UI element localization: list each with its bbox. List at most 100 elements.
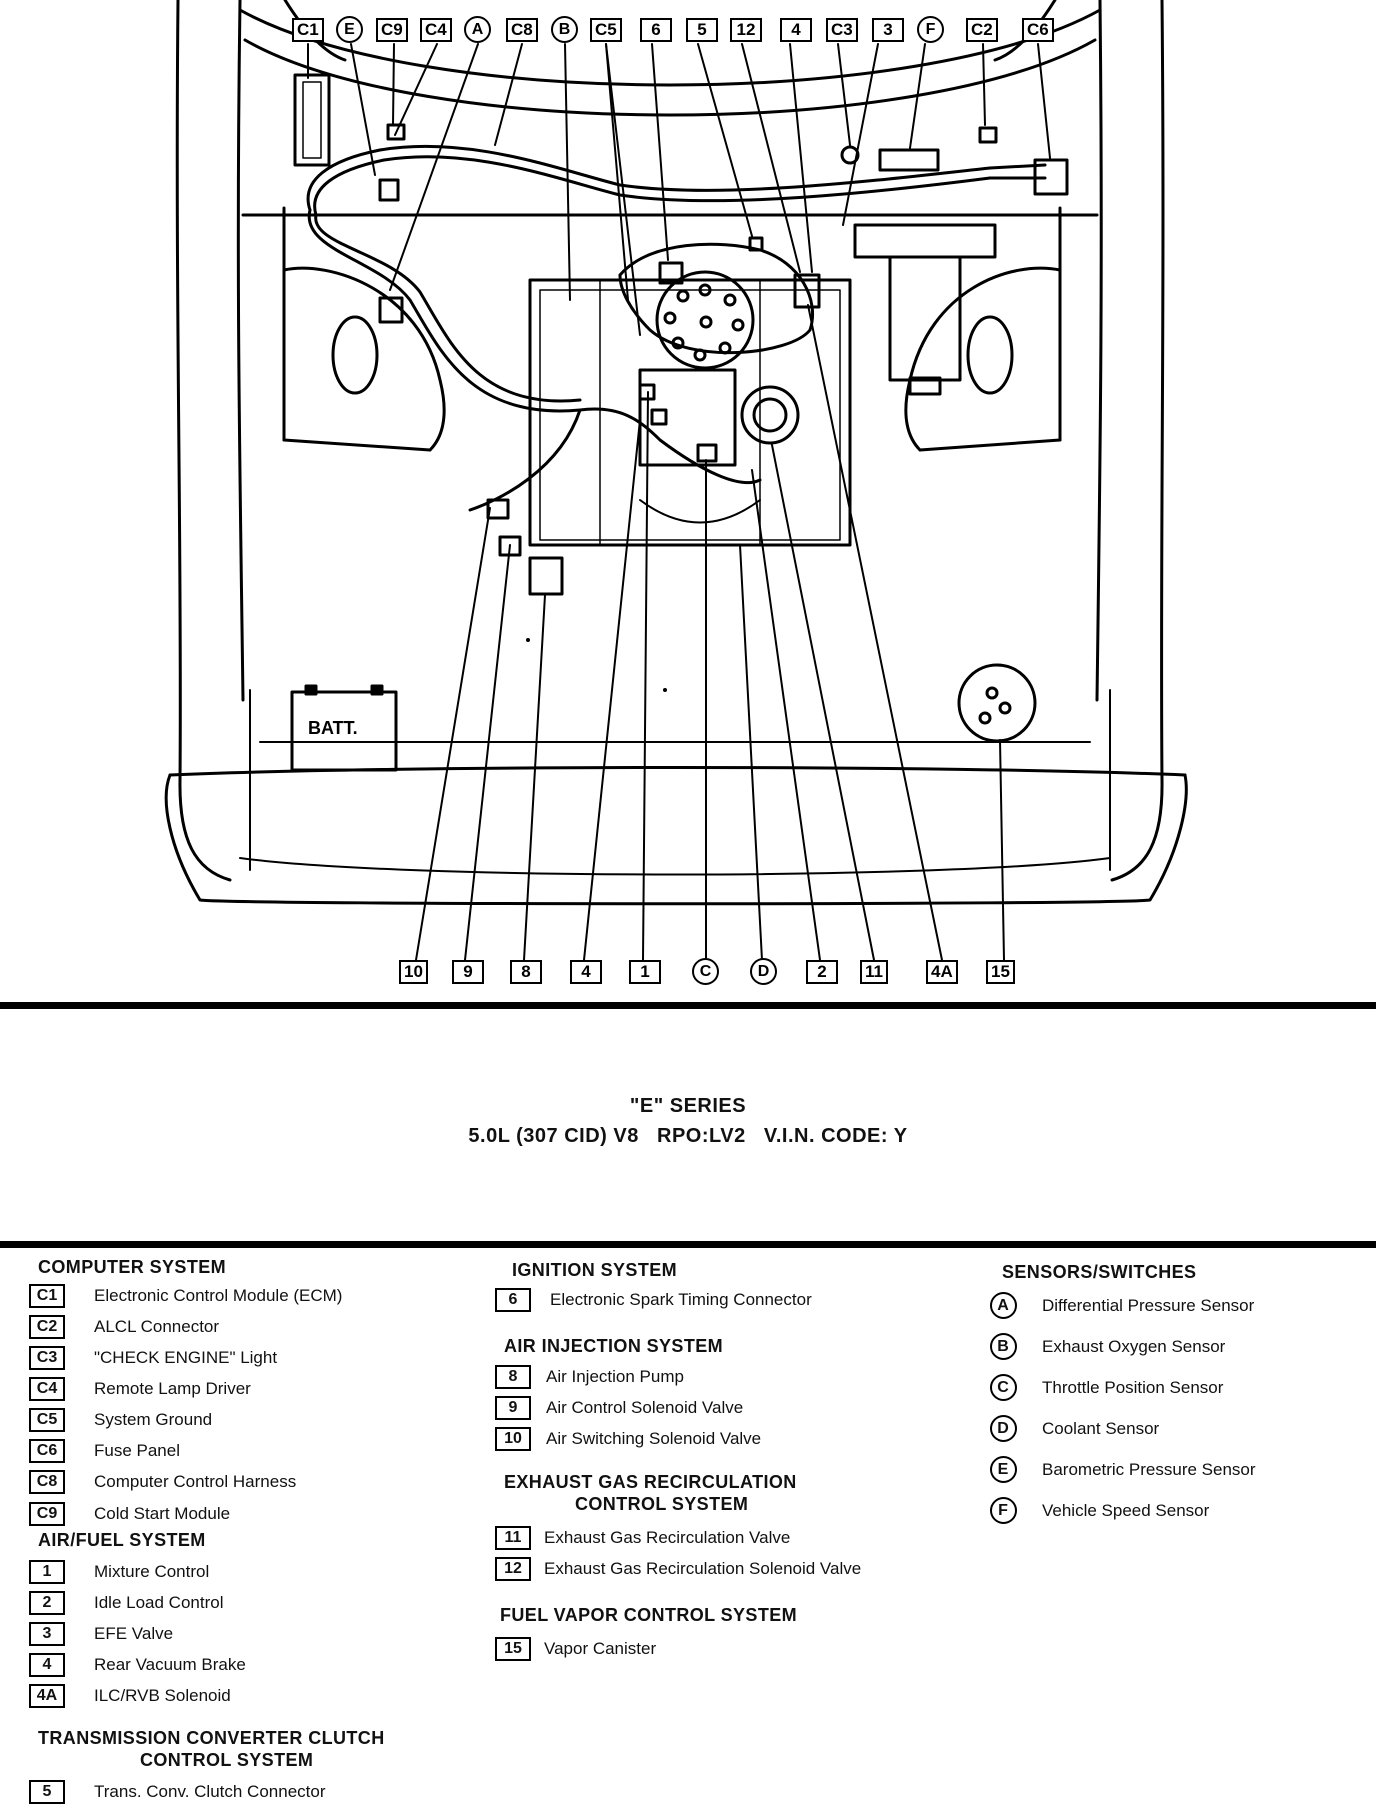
heading-tcc-line1: TRANSMISSION CONVERTER CLUTCH — [38, 1728, 385, 1748]
distributor — [655, 270, 755, 370]
legend-text-f: Vehicle Speed Sensor — [1042, 1500, 1210, 1520]
legend-text-b: Exhaust Oxygen Sensor — [1042, 1336, 1226, 1356]
legend-key-4a: 4A — [29, 1684, 65, 1708]
legend-text-2: Idle Load Control — [94, 1593, 224, 1612]
callout-e: E — [336, 16, 363, 43]
legend-item-4a: 4A ILC/RVB Solenoid — [28, 1684, 231, 1708]
legend-item-f: F Vehicle Speed Sensor — [986, 1497, 1209, 1524]
legend-key-c2: C2 — [29, 1315, 65, 1339]
legend-text-c3: "CHECK ENGINE" Light — [94, 1348, 278, 1367]
legend-text-c8: Computer Control Harness — [94, 1472, 297, 1491]
legend-item-c8: C8 Computer Control Harness — [28, 1470, 296, 1494]
legend-item-c3: C3 "CHECK ENGINE" Light — [28, 1346, 277, 1370]
legend-text-3: EFE Valve — [94, 1624, 174, 1643]
vehicle-body-outline — [175, 0, 1165, 882]
legend-key-c5: C5 — [29, 1408, 65, 1432]
callout-4-bottom: 4 — [570, 960, 602, 984]
callout-4a: 4A — [926, 960, 958, 984]
callout-c8: C8 — [506, 18, 538, 42]
callout-c5: C5 — [590, 18, 622, 42]
legend-key-6: 6 — [495, 1288, 531, 1312]
battery — [290, 690, 398, 772]
heading-sensors-switches: SENSORS/SWITCHES — [1002, 1262, 1197, 1282]
legend-item-6: 6 Electronic Spark Timing Connector — [494, 1288, 812, 1312]
legend-text-15: Vapor Canister — [544, 1639, 657, 1658]
legend-key-9: 9 — [495, 1396, 531, 1420]
legend-key-e: E — [989, 1456, 1017, 1483]
legend-text-c1: Electronic Control Module (ECM) — [94, 1286, 343, 1305]
callout-1: 1 — [629, 960, 661, 984]
legend-key-4: 4 — [29, 1653, 65, 1677]
legend-key-f: F — [989, 1497, 1017, 1524]
callout-11: 11 — [860, 960, 888, 984]
legend-key-c3: C3 — [29, 1346, 65, 1370]
callout-12: 12 — [730, 18, 762, 42]
legend-key-8: 8 — [495, 1365, 531, 1389]
callout-10: 10 — [399, 960, 428, 984]
heading-egr-line2: CONTROL SYSTEM — [575, 1494, 749, 1514]
legend-key-1: 1 — [29, 1560, 65, 1584]
legend-key-c1: C1 — [29, 1284, 65, 1308]
legend-text-d: Coolant Sensor — [1042, 1418, 1160, 1438]
legend-key-c6: C6 — [29, 1439, 65, 1463]
legend-item-1: 1 Mixture Control — [28, 1560, 209, 1584]
legend-text-6: Electronic Spark Timing Connector — [550, 1290, 812, 1309]
heading-air-fuel-system: AIR/FUEL SYSTEM — [38, 1530, 206, 1550]
legend-key-11: 11 — [495, 1526, 531, 1550]
heading-air-injection-system: AIR INJECTION SYSTEM — [504, 1336, 724, 1356]
legend-text-c: Throttle Position Sensor — [1042, 1377, 1224, 1397]
engine-block — [528, 278, 852, 547]
heading-egr-line1: EXHAUST GAS RECIRCULATION — [504, 1472, 797, 1492]
legend-key-c4: C4 — [29, 1377, 65, 1401]
bottom-leader-lines — [415, 304, 1005, 961]
legend-text-1: Mixture Control — [94, 1562, 210, 1581]
callout-15: 15 — [986, 960, 1015, 984]
callout-8: 8 — [510, 960, 542, 984]
wheel-wells — [282, 266, 1062, 452]
legend-text-4: Rear Vacuum Brake — [94, 1655, 246, 1674]
legend-key-2: 2 — [29, 1591, 65, 1615]
legend-text-c6: Fuse Panel — [94, 1441, 180, 1460]
heading-ignition-system: IGNITION SYSTEM — [512, 1260, 678, 1280]
legend-key-c: C — [989, 1374, 1017, 1401]
legend-text-a: Differential Pressure Sensor — [1042, 1295, 1255, 1315]
heading-fuel-vapor-system: FUEL VAPOR CONTROL SYSTEM — [500, 1605, 798, 1625]
legend-item-e: E Barometric Pressure Sensor — [986, 1456, 1256, 1483]
heading-computer-system: COMPUTER SYSTEM — [38, 1257, 227, 1277]
engine-compartment-diagram — [164, 0, 1188, 961]
legend-key-a: A — [989, 1292, 1017, 1319]
diagram-title-engine: 5.0L (307 CID) V8 RPO:LV2 V.I.N. CODE: Y — [468, 1125, 908, 1147]
legend-text-4a: ILC/RVB Solenoid — [94, 1686, 231, 1705]
legend-item-9: 9 Air Control Solenoid Valve — [494, 1396, 743, 1420]
callout-c4: C4 — [420, 18, 452, 42]
legend-text-9: Air Control Solenoid Valve — [546, 1398, 744, 1417]
legend-key-d: D — [989, 1415, 1017, 1442]
callout-c3: C3 — [826, 18, 858, 42]
callout-2: 2 — [806, 960, 838, 984]
legend-item-d: D Coolant Sensor — [986, 1415, 1159, 1442]
legend-item-c1: C1 Electronic Control Module (ECM) — [28, 1284, 342, 1308]
callout-c9: C9 — [376, 18, 408, 42]
legend-key-5: 5 — [29, 1780, 65, 1804]
callout-4-top: 4 — [780, 18, 812, 42]
legend-text-10: Air Switching Solenoid Valve — [546, 1429, 762, 1448]
legend-text-e: Barometric Pressure Sensor — [1042, 1459, 1256, 1479]
legend-key-15: 15 — [495, 1637, 531, 1661]
battery-label: BATT. — [308, 718, 358, 738]
legend-key-c8: C8 — [29, 1470, 65, 1494]
legend-item-c: C Throttle Position Sensor — [986, 1374, 1223, 1401]
callout-9: 9 — [452, 960, 484, 984]
callout-3: 3 — [872, 18, 904, 42]
legend-key-b: B — [989, 1333, 1017, 1360]
top-leader-lines — [307, 43, 1051, 336]
wiring-harness — [306, 123, 1069, 512]
